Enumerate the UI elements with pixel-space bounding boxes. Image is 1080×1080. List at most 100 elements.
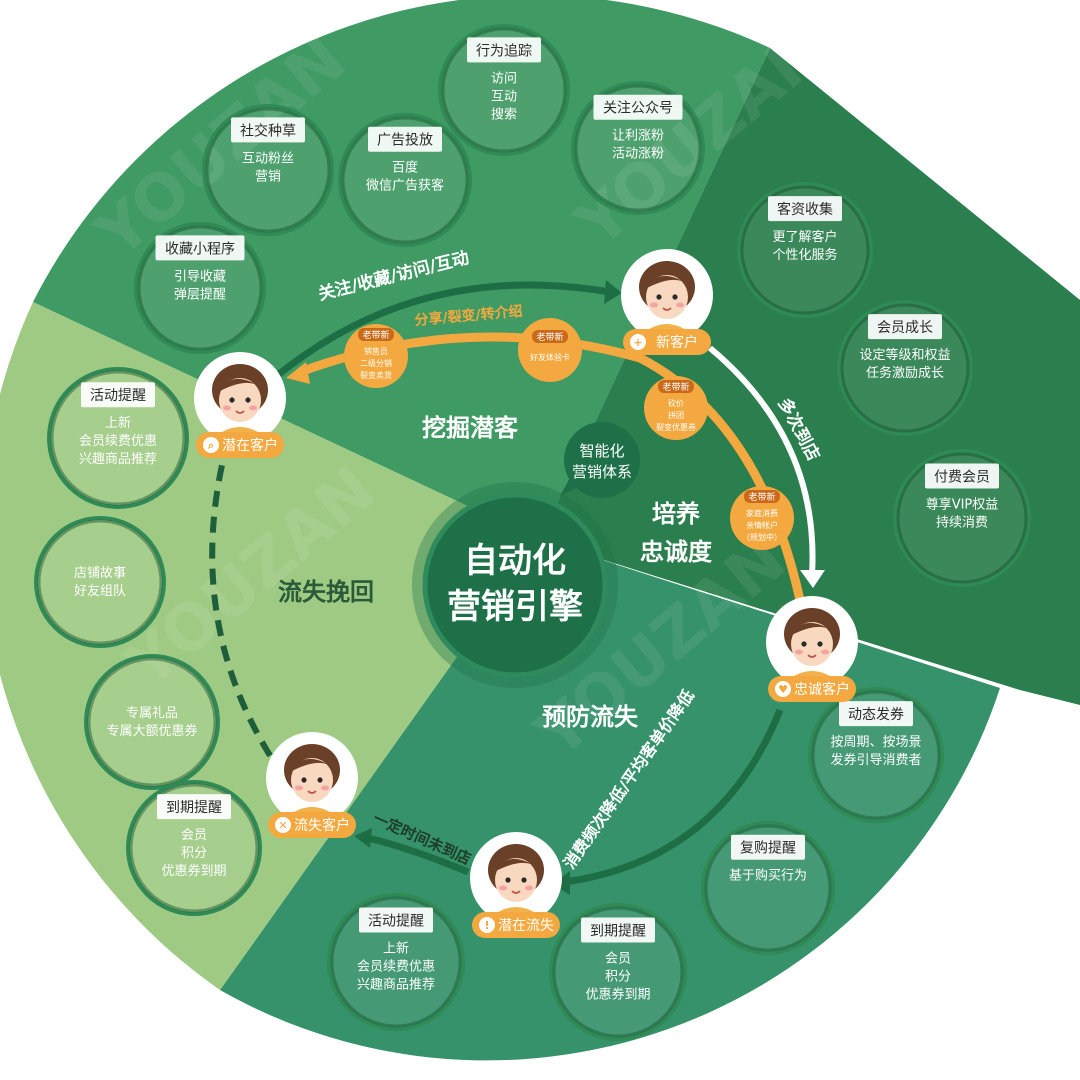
info-bubble-ring	[50, 370, 186, 506]
add-user-icon	[630, 334, 646, 350]
info-bubble-title: 会员成长	[877, 320, 933, 336]
customer-avatar-lost: ✕流失客户	[266, 732, 358, 838]
info-bubble-title: 活动提醒	[90, 388, 146, 404]
info-bubble-ring	[330, 896, 462, 1028]
info-bubble-line: 优惠券到期	[585, 986, 650, 1002]
info-bubble-line: 上新	[105, 415, 131, 431]
info-bubble-title-bg	[731, 834, 805, 860]
info-bubble-ring	[341, 116, 469, 244]
avatar-label-pill	[768, 676, 856, 702]
avatar-label-pill	[472, 912, 560, 938]
avatar-face	[291, 758, 333, 802]
info-bubble-ring	[205, 107, 331, 233]
avatar-eye	[245, 397, 251, 403]
flow-repeat-arrow	[708, 345, 816, 576]
referral-badge-tag: 老带新	[362, 329, 389, 341]
avatar-face	[495, 858, 537, 902]
referral-badge-line: 砍价	[668, 398, 684, 408]
avatar-blush	[650, 302, 658, 308]
flow-share-arrowhead	[286, 362, 310, 384]
referral-badge-tag-bg	[358, 328, 394, 341]
info-bubble-ring	[704, 824, 832, 952]
referral-badge-line: （规划中）	[742, 532, 782, 542]
avatar-label: 潜在流失	[498, 918, 554, 934]
avatar-mouth	[511, 890, 521, 894]
info-bubble-title-bg	[868, 314, 942, 340]
info-bubble-title-bg	[157, 794, 231, 820]
info-bubble-ring	[37, 519, 163, 645]
info-bubble-ring	[552, 906, 684, 1038]
referral-badge-tag: 老带新	[536, 331, 563, 343]
avatar-blush	[249, 405, 257, 411]
heart-icon-glyph: ♥	[778, 683, 788, 696]
info-bubble-line: 持续消费	[936, 515, 988, 530]
avatar-face	[791, 622, 833, 666]
referral-badge-tag-bg	[658, 380, 694, 393]
info-bubble-line: 积分	[181, 846, 207, 861]
info-bubble-title: 行为追踪	[476, 43, 532, 59]
info-bubble-ring	[574, 84, 702, 212]
center-circle	[422, 492, 608, 678]
flow-left-dashed	[209, 439, 281, 770]
avatar-label-pill	[196, 432, 284, 458]
sub-bubble	[564, 422, 640, 498]
sector-label-cultivate-2: 忠诚度	[640, 538, 713, 566]
customer-avatar-new: +新客户	[621, 249, 713, 355]
referral-badge-line: 好友体验卡	[530, 352, 570, 362]
info-bubble-title: 收藏小程序	[165, 241, 235, 257]
info-bubble-title: 付费会员	[934, 469, 990, 485]
info-bubble-title: 到期提醒	[166, 800, 222, 816]
avatar-blush	[295, 785, 303, 791]
referral-badge: 老带新 砍价 拼团 裂变优惠券	[644, 376, 708, 440]
info-bubble-line: 访问	[491, 71, 517, 86]
sector-label-prevent: 预防流失	[542, 703, 639, 731]
info-bubble-ring	[87, 657, 217, 787]
info-bubble-line: 专属礼品	[126, 705, 178, 721]
flow-top-arrowhead	[604, 280, 622, 304]
info-bubble-line: 好友组队	[74, 583, 126, 599]
info-bubble-title-bg	[925, 463, 999, 489]
info-bubble-line: 营销	[255, 169, 281, 184]
info-bubble-line: 基于购买行为	[729, 868, 807, 884]
info-bubble-line: 兴趣商品推荐	[79, 452, 157, 467]
info-bubble-line: 活动涨粉	[612, 147, 664, 162]
referral-badge-line: 二级分销	[360, 358, 392, 368]
heart-icon	[775, 681, 791, 697]
avatar-eye	[801, 641, 807, 647]
info-bubble-line: 搜索	[491, 107, 517, 122]
search-icon	[203, 437, 219, 453]
avatar-eye	[317, 777, 323, 783]
info-bubble-title: 活动提醒	[368, 913, 424, 929]
info-bubble-line: 会员	[605, 951, 631, 966]
avatar-blush	[676, 302, 684, 308]
info-bubble-title-bg	[368, 126, 442, 152]
avatar-face	[646, 275, 688, 319]
customer-avatar-loyal: ♥忠诚客户	[766, 596, 858, 702]
avatar-bangs	[494, 858, 538, 872]
user-warning-icon-glyph: !	[484, 919, 489, 932]
center-title-line2: 营销引擎	[447, 587, 583, 627]
referral-badge: 老带新 销售员 二级分销 裂变卖货	[344, 324, 408, 388]
info-bubble-line: 按周期、按场景	[830, 735, 921, 750]
info-bubble-line: 会员续费优惠	[79, 434, 157, 449]
info-bubble-circle	[34, 516, 166, 648]
info-bubble-title: 复购提醒	[740, 840, 796, 857]
avatar-bangs	[218, 378, 262, 392]
info-bubble-title-bg	[839, 701, 913, 727]
info-bubble-line: 弹层提醒	[174, 286, 226, 302]
avatar-blush	[795, 649, 803, 655]
avatar-label: 新客户	[656, 334, 698, 351]
info-bubble-ring	[740, 185, 870, 315]
flow-decline-arrow	[564, 708, 784, 886]
info-bubble-line: 上新	[383, 940, 409, 956]
